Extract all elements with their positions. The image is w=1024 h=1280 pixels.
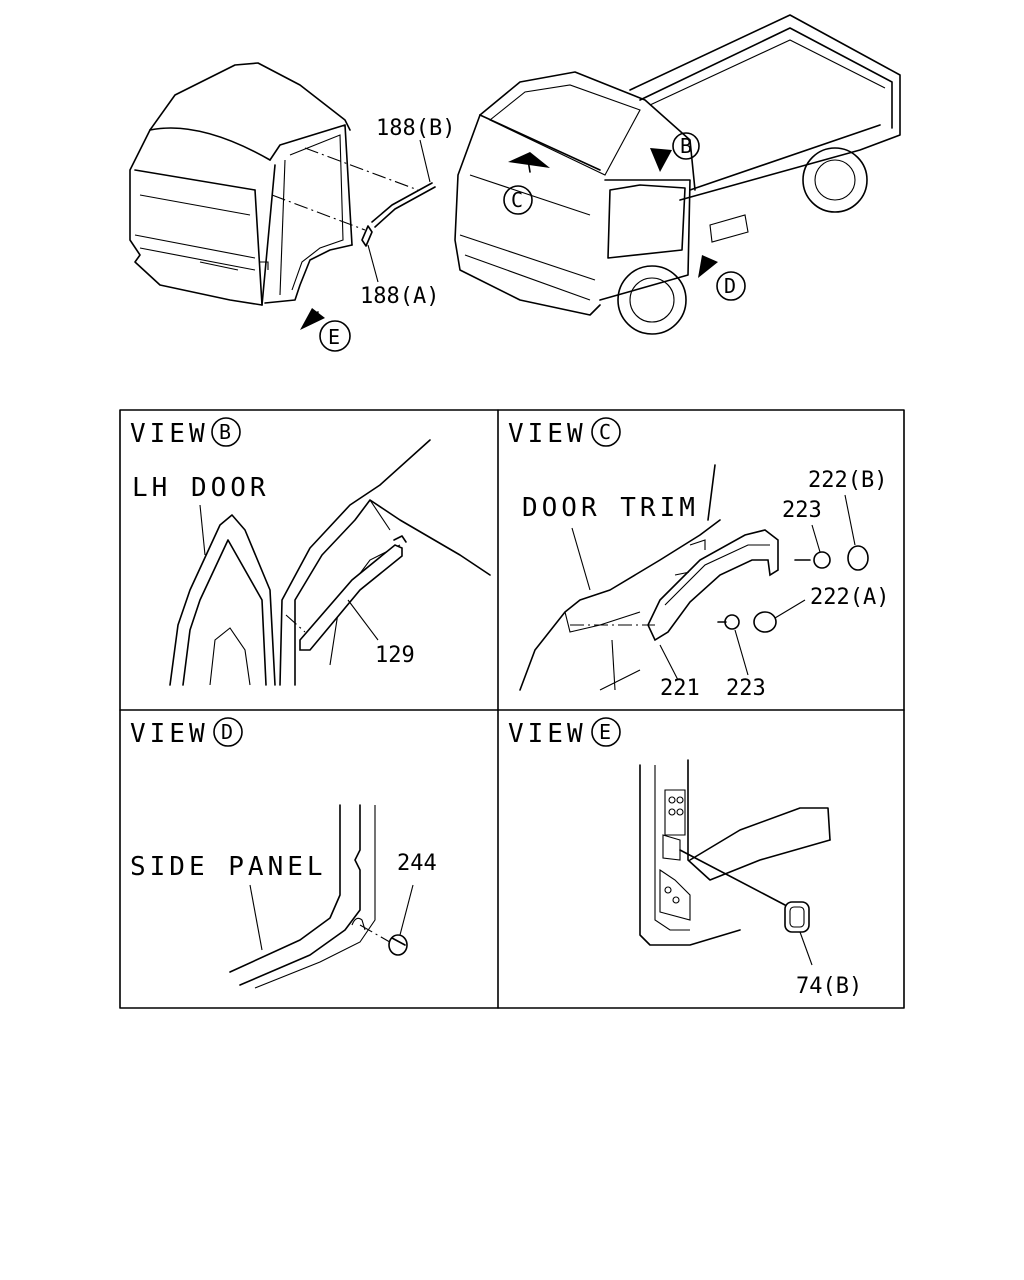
view-b-letter: B [219,420,231,444]
door-trim-label: DOOR TRIM [522,493,699,523]
arrow-b-letter: B [680,134,692,158]
view-e-panel: VIEW E 74(B) [508,717,862,999]
view-c-title: VIEW [508,419,587,449]
label-129: 129 [375,643,415,668]
left-cab-drawing [129,62,436,352]
arrow-c-letter: C [511,188,523,212]
label-188a: 188(A) [360,284,439,309]
view-e-title: VIEW [508,719,587,749]
label-222b: 222(B) [808,468,887,493]
lh-door-label: LH DOOR [132,473,270,503]
right-truck-drawing [454,14,901,335]
label-74b: 74(B) [796,974,862,999]
arrow-e-letter: E [328,325,340,349]
view-d-title: VIEW [130,719,209,749]
view-c-panel: VIEW C DOOR TRIM 222(B) 223 222(A [508,417,889,701]
side-panel-label: SIDE PANEL [130,852,327,882]
label-188b: 188(B) [376,116,455,141]
view-c-letter: C [599,420,611,444]
label-221: 221 [660,676,700,701]
view-b-panel: VIEW B LH DOOR 129 [130,417,491,686]
view-d-letter: D [221,720,233,744]
label-222a: 222(A) [810,585,889,610]
label-244: 244 [397,851,437,876]
label-223-bottom: 223 [726,676,766,701]
view-e-letter: E [599,720,611,744]
arrow-d-letter: D [724,274,736,298]
view-d-panel: VIEW D SIDE PANEL 244 [130,717,437,989]
views-frame [119,409,905,1009]
label-223-top: 223 [782,498,822,523]
view-b-title: VIEW [130,419,209,449]
